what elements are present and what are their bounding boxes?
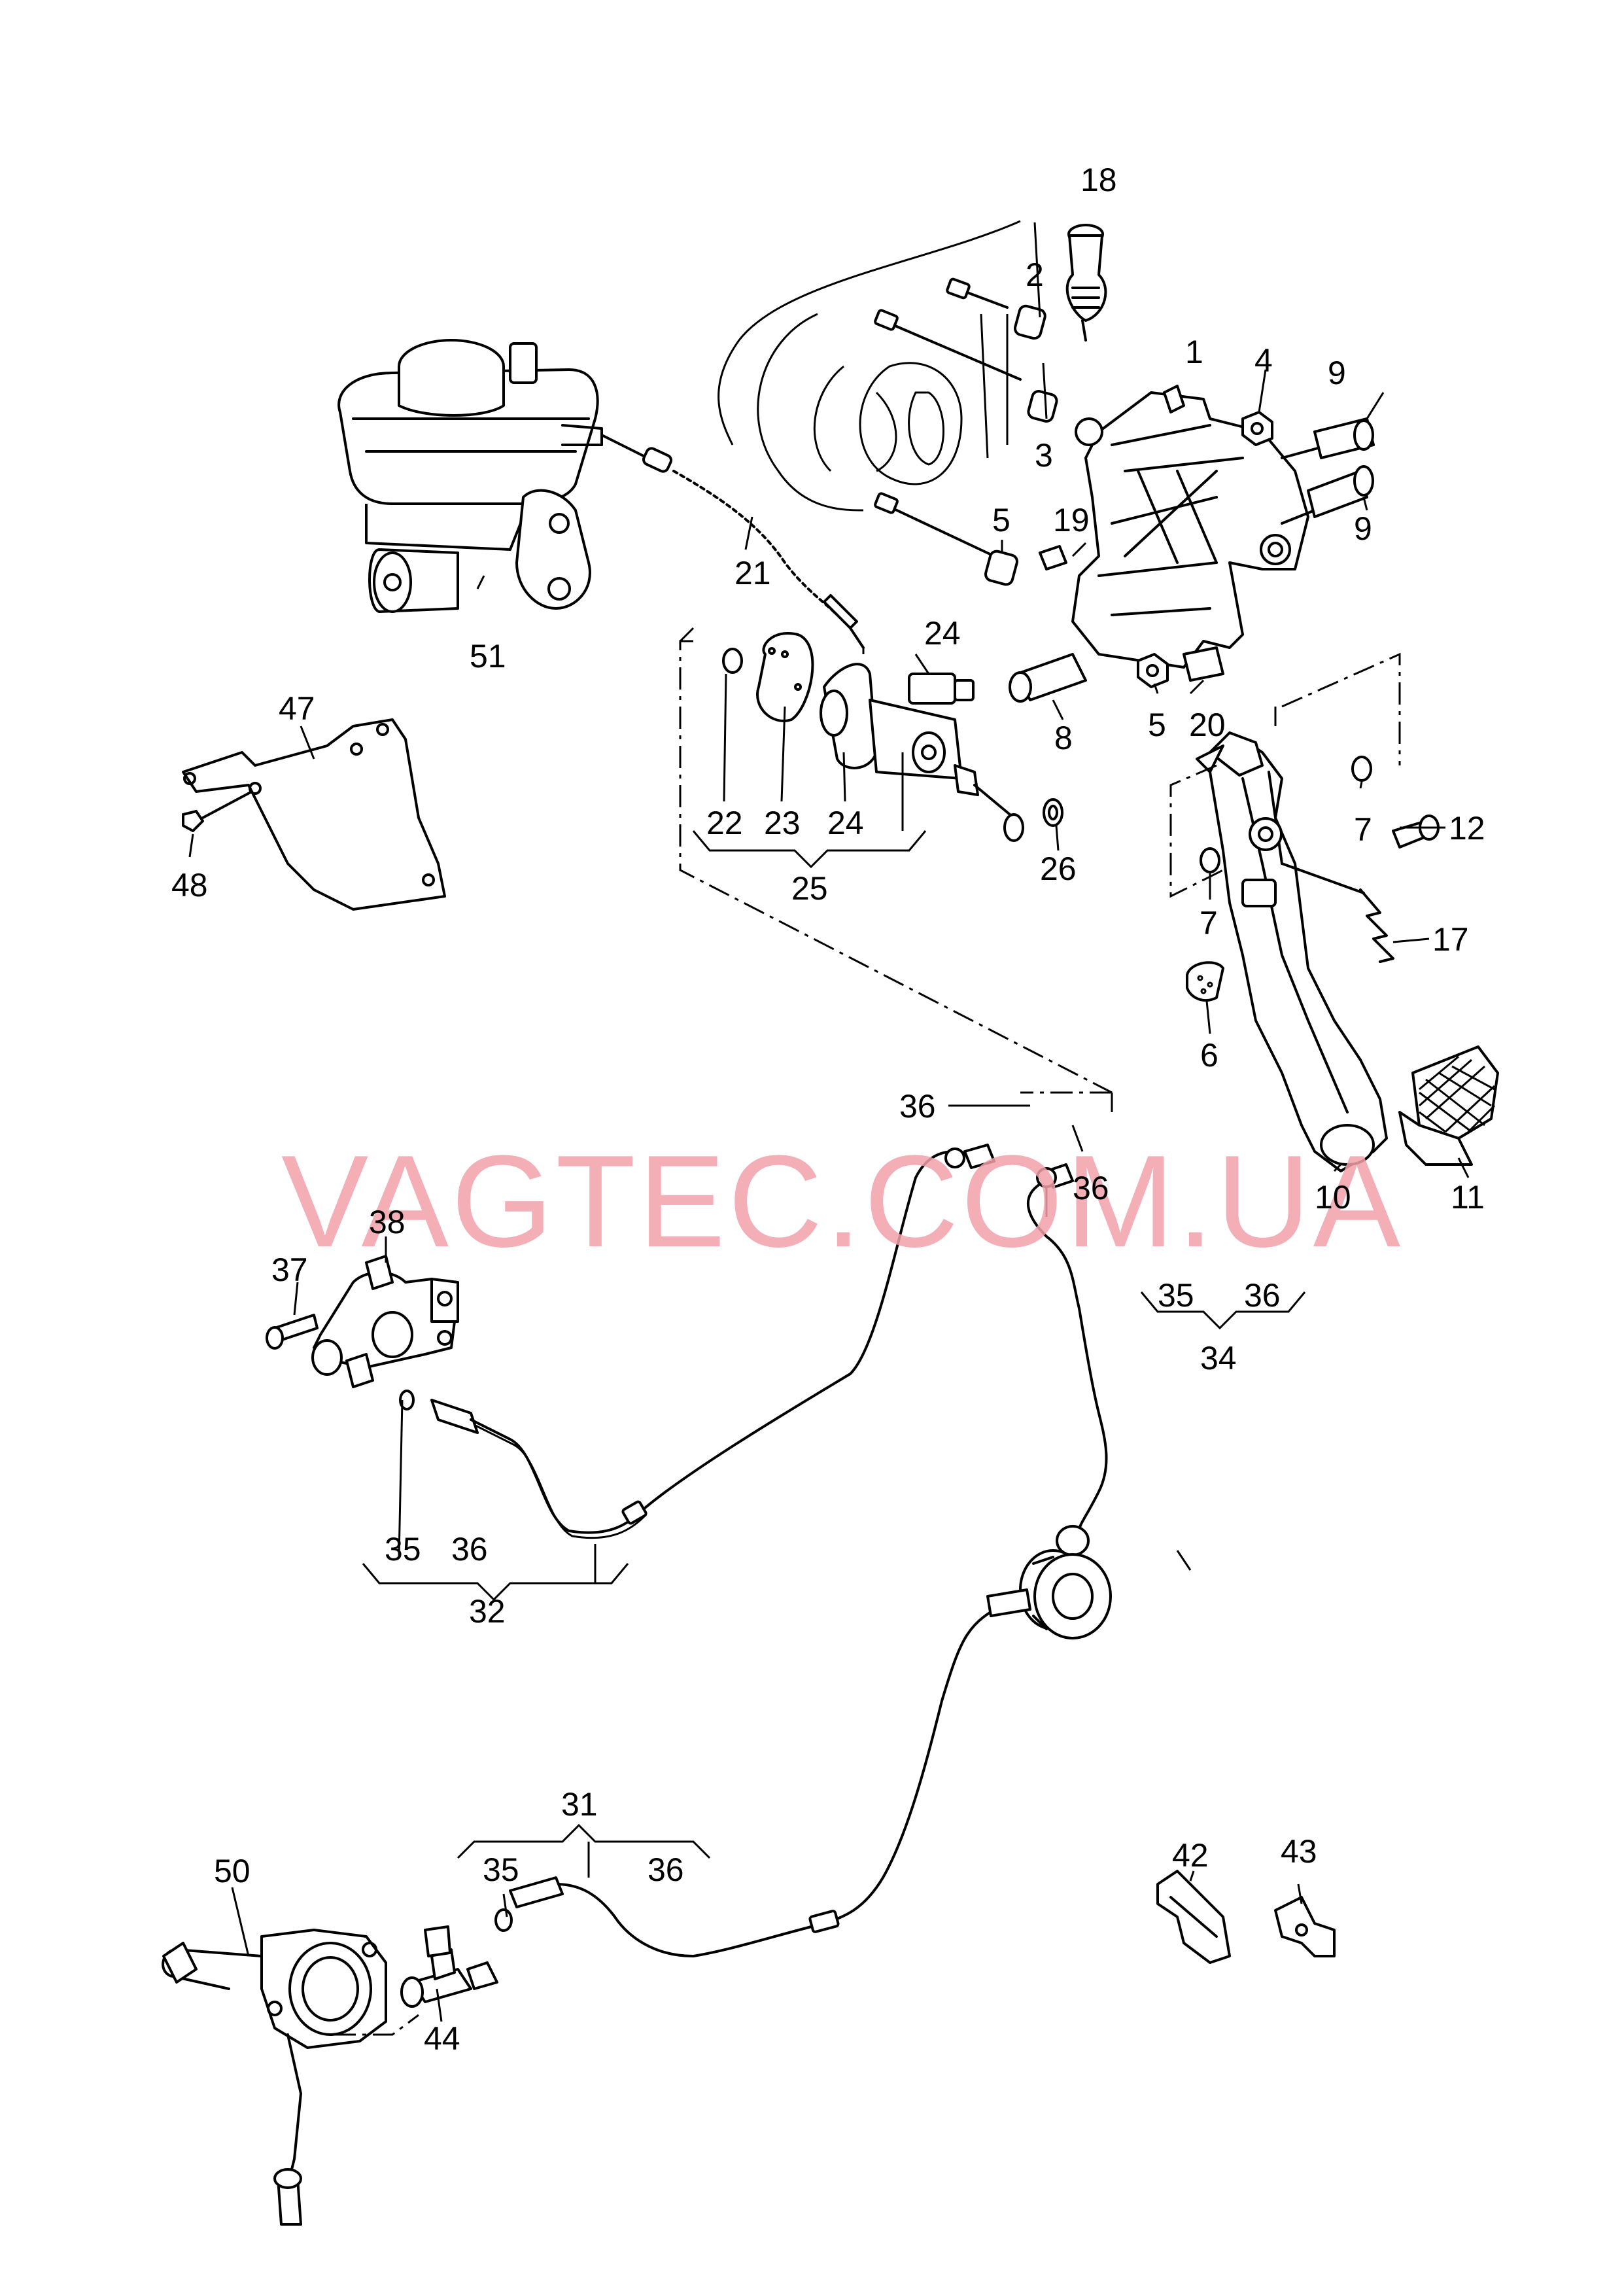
callout-47: 47 <box>279 690 315 727</box>
callout-4: 5 <box>992 502 1011 538</box>
slave-cylinder <box>311 1255 459 1388</box>
brace-25 <box>692 752 927 869</box>
bump-stop-6 <box>1186 961 1224 1002</box>
leader-lines <box>188 222 1470 2022</box>
callout-50: 50 <box>214 1853 251 1889</box>
callout-labels: 18 2 1 4 9 3 5 19 9 21 51 24 8 5 20 47 2… <box>171 162 1485 2057</box>
clip-42 <box>1156 1870 1231 1964</box>
callout-18: 18 <box>1080 162 1117 198</box>
callout-7-left: 7 <box>1200 905 1218 941</box>
bolt-12 <box>1392 815 1440 849</box>
callout-32: 32 <box>469 1593 506 1630</box>
callout-20: 20 <box>1189 707 1226 743</box>
callout-19: 19 <box>1053 502 1090 538</box>
callout-36-top: 36 <box>899 1088 936 1125</box>
hydraulic-line-31 <box>494 1602 1009 1957</box>
watermark: VAGTEC.COM.UA <box>281 1129 1403 1274</box>
stud-4 <box>874 492 1018 586</box>
clip-19 <box>1039 545 1067 570</box>
clutch-pedal-switch <box>1065 224 1107 342</box>
pedal-pad <box>1398 1045 1499 1166</box>
bracket-47 <box>182 718 446 911</box>
callout-36-brace31: 36 <box>648 1851 684 1888</box>
callout-43: 43 <box>1281 1833 1317 1870</box>
callout-44: 44 <box>424 2020 460 2057</box>
callout-42: 42 <box>1172 1837 1209 1874</box>
callout-24-bottom: 24 <box>827 805 864 841</box>
subassembly-outline-pedal <box>1169 652 1401 898</box>
callout-11: 11 <box>1451 1179 1485 1216</box>
brace-31 <box>457 1823 711 1878</box>
subassembly-outline-lines <box>334 1091 1113 2036</box>
callout-5-bottom: 5 <box>1148 707 1166 743</box>
hydraulic-line-32 <box>399 1144 995 1539</box>
callout-23: 23 <box>764 805 801 841</box>
callout-25: 25 <box>791 870 828 907</box>
clip-48 <box>182 790 253 832</box>
callout-34: 34 <box>1200 1340 1237 1376</box>
bolt-37 <box>266 1314 319 1350</box>
clip-43 <box>1274 1896 1336 1957</box>
subassembly-outline-master-cylinder <box>679 627 1113 1094</box>
concentric-slave-cylinder <box>986 1549 1112 1639</box>
callout-36-right: 36 <box>1073 1170 1109 1206</box>
brake-fluid-reservoir <box>337 339 603 613</box>
brace-32 <box>362 1544 629 1602</box>
callout-22: 22 <box>706 805 743 841</box>
callout-35-brace31: 35 <box>483 1851 519 1888</box>
stud-3 <box>874 309 1058 423</box>
callout-8: 8 <box>1054 720 1073 756</box>
pad-20 <box>1183 646 1224 682</box>
callout-1: 1 <box>1185 334 1203 370</box>
callout-17: 17 <box>1432 921 1469 958</box>
callout-36-brace34: 36 <box>1244 1277 1281 1314</box>
callout-10: 10 <box>1315 1179 1351 1216</box>
washer-7b <box>1200 847 1220 873</box>
callout-35-brace32: 35 <box>385 1531 421 1568</box>
callout-31: 31 <box>561 1786 598 1823</box>
callout-24-top: 24 <box>924 615 961 652</box>
callout-9-top: 9 <box>1328 355 1346 391</box>
callout-36-brace32: 36 <box>451 1531 488 1568</box>
callout-3: 3 <box>1035 437 1053 474</box>
bleed-valve-44 <box>400 1925 498 2008</box>
callout-38: 38 <box>369 1204 406 1240</box>
callout-5-top: 4 <box>1254 342 1273 379</box>
callout-21: 21 <box>734 555 771 591</box>
pedal-bracket <box>1071 385 1309 669</box>
nut-5 <box>1241 411 1273 446</box>
bolt-9a <box>1281 417 1375 459</box>
callout-6: 6 <box>1200 1037 1218 1074</box>
bolt-9b <box>1281 465 1374 525</box>
nut-5b <box>1137 653 1169 688</box>
clutch-pedal <box>1196 731 1388 1172</box>
callout-37: 37 <box>271 1252 308 1288</box>
bushing-8 <box>1009 653 1087 703</box>
hydraulic-line-34 <box>1027 1163 1108 1556</box>
callout-2: 2 <box>1026 256 1044 293</box>
bolt-2 <box>946 277 1046 340</box>
washer-7a <box>1351 756 1372 782</box>
callout-48: 48 <box>171 867 208 903</box>
callout-12: 12 <box>1449 810 1485 847</box>
flexible-hose <box>600 434 865 649</box>
callout-26: 26 <box>1040 850 1077 887</box>
body-panel-outline <box>717 220 1021 512</box>
brace-34 <box>1140 1291 1306 1330</box>
callout-9-bottom: 9 <box>1354 510 1372 547</box>
master-cylinder-assembly <box>722 632 1063 842</box>
spring-17 <box>1281 862 1394 963</box>
callout-35-brace34: 35 <box>1158 1277 1194 1314</box>
callout-7-right: 7 <box>1354 811 1372 848</box>
callout-51: 51 <box>470 638 506 674</box>
release-bearing-assembly <box>162 1929 387 2226</box>
